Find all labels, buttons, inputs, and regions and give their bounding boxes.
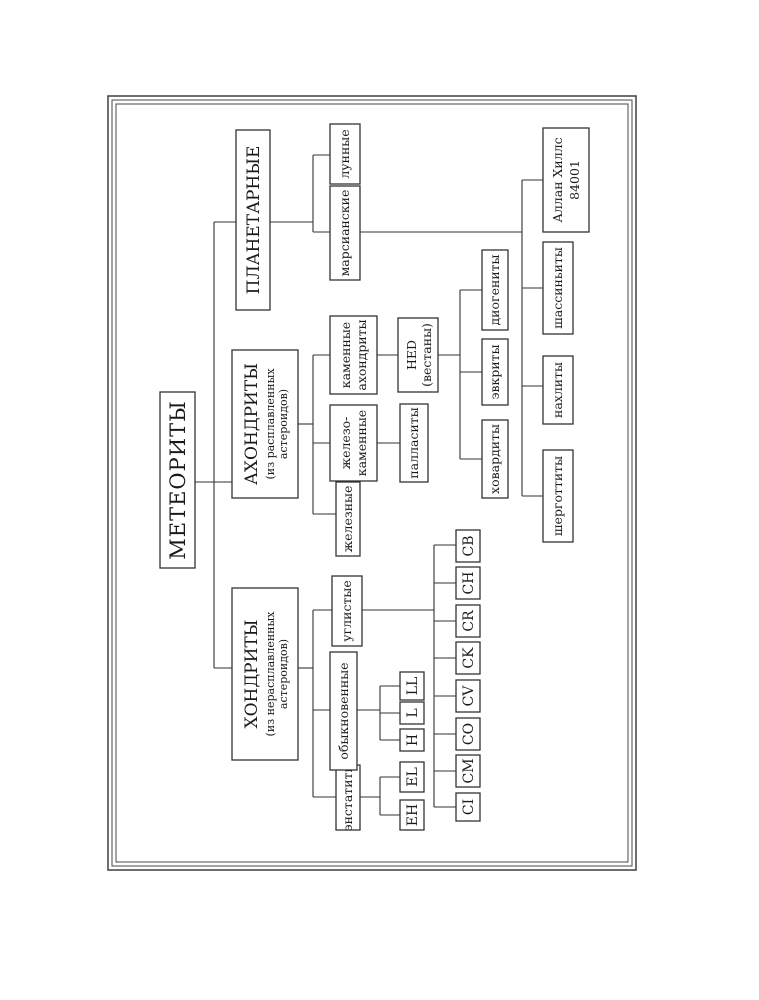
lunar-label: лунные bbox=[337, 129, 352, 178]
type-cv-node: CV bbox=[455, 679, 481, 713]
hed-label-line1: HED bbox=[404, 340, 419, 370]
allan-hills-node: Аллан Хиллс 84001 bbox=[542, 127, 590, 233]
allan-hills-label-line1: Аллан Хиллс bbox=[550, 137, 565, 222]
enstatite-node: энстатиты bbox=[335, 763, 361, 832]
stony-achondrites-node: каменные ахондриты bbox=[329, 315, 378, 395]
type-eh-label: EH bbox=[405, 804, 421, 826]
chassignites-node: шассиньиты bbox=[542, 241, 574, 335]
outer-frame bbox=[107, 95, 637, 871]
type-ch-node: CH bbox=[455, 566, 481, 600]
eucrites-node: эвкриты bbox=[481, 338, 509, 406]
type-cm-label: CM bbox=[461, 758, 477, 783]
nakhlites-label: нахлиты bbox=[550, 362, 565, 418]
root-label: МЕТЕОРИТЫ bbox=[166, 400, 190, 560]
type-cv-label: CV bbox=[461, 685, 477, 707]
type-ll-node: LL bbox=[399, 671, 425, 701]
root-node: МЕТЕОРИТЫ bbox=[159, 391, 196, 569]
hed-node: HED (вестаны) bbox=[397, 317, 439, 393]
chondrites-title: ХОНДРИТЫ bbox=[242, 619, 262, 728]
middle-frame bbox=[111, 99, 633, 867]
type-ck-label: CK bbox=[461, 647, 477, 669]
type-ci-label: CI bbox=[461, 799, 477, 815]
type-ch-label: CH bbox=[461, 572, 477, 595]
hed-label-line2: (вестаны) bbox=[419, 323, 434, 387]
type-eh-node: EH bbox=[399, 799, 425, 831]
type-ck-node: CK bbox=[455, 641, 481, 675]
nakhlites-node: нахлиты bbox=[542, 355, 574, 425]
achondrites-node: АХОНДРИТЫ (из расплавленных астероидов) bbox=[231, 349, 299, 499]
howardites-label: ховардиты bbox=[487, 424, 502, 494]
type-co-label: CO bbox=[461, 723, 477, 745]
type-l-node: L bbox=[399, 701, 425, 725]
iron-label: железные bbox=[340, 486, 355, 553]
lunar-node: лунные bbox=[329, 123, 361, 185]
diogenites-node: диогениты bbox=[481, 249, 509, 331]
stony-iron-node: железо- каменные bbox=[329, 404, 378, 482]
type-el-label: EL bbox=[405, 767, 421, 787]
ordinary-label: обыкновенные bbox=[336, 662, 351, 759]
type-cm-node: CM bbox=[455, 754, 481, 788]
type-ll-label: LL bbox=[405, 677, 421, 696]
stony-achondrites-label-line2: ахондриты bbox=[354, 319, 369, 390]
stony-achondrites-label-line1: каменные bbox=[338, 322, 353, 388]
connector-lines bbox=[195, 154, 543, 816]
stony-iron-label-line1: железо- bbox=[338, 417, 353, 470]
howardites-node: ховардиты bbox=[481, 419, 509, 499]
pallasites-label: палласиты bbox=[406, 407, 421, 478]
type-co-node: CO bbox=[455, 717, 481, 751]
shergottites-label: шерготтиты bbox=[550, 456, 565, 536]
type-h-node: H bbox=[399, 728, 425, 752]
achondrites-note-line1: (из расплавленных bbox=[264, 368, 277, 480]
carbonaceous-node: углистые bbox=[331, 575, 363, 647]
inner-frame bbox=[115, 103, 629, 863]
type-cb-node: CB bbox=[455, 529, 481, 563]
chondrites-note-line1: (из нерасплавленных bbox=[264, 611, 277, 737]
stony-iron-label-line2: каменные bbox=[354, 410, 369, 476]
allan-hills-label-line2: 84001 bbox=[567, 160, 582, 200]
type-cr-node: CR bbox=[455, 604, 481, 638]
martian-node: марсианские bbox=[329, 185, 361, 281]
planetary-node: ПЛАНЕТАРНЫЕ bbox=[235, 129, 271, 311]
eucrites-label: эвкриты bbox=[487, 344, 502, 399]
carbonaceous-label: углистые bbox=[339, 580, 354, 641]
type-el-node: EL bbox=[399, 761, 425, 793]
type-l-label: L bbox=[405, 708, 421, 717]
shergottites-node: шерготтиты bbox=[542, 449, 574, 543]
planetary-title: ПЛАНЕТАРНЫЕ bbox=[244, 146, 264, 295]
type-h-label: H bbox=[405, 734, 421, 746]
chondrites-note-line2: астероидов) bbox=[277, 639, 290, 709]
ordinary-node: обыкновенные bbox=[329, 651, 358, 771]
diogenites-label: диогениты bbox=[487, 254, 502, 325]
martian-label: марсианские bbox=[337, 190, 352, 277]
pallasites-node: палласиты bbox=[399, 403, 429, 483]
type-cb-label: CB bbox=[461, 536, 477, 557]
achondrites-title: АХОНДРИТЫ bbox=[242, 363, 262, 485]
iron-node: железные bbox=[335, 481, 361, 557]
achondrites-note-line2: астероидов) bbox=[277, 389, 290, 459]
enstatite-label: энстатиты bbox=[340, 763, 355, 832]
chondrites-node: ХОНДРИТЫ (из нерасплавленных астероидов) bbox=[231, 587, 299, 761]
type-ci-node: CI bbox=[455, 792, 481, 822]
chassignites-label: шассиньиты bbox=[550, 247, 565, 329]
type-cr-label: CR bbox=[461, 610, 477, 632]
